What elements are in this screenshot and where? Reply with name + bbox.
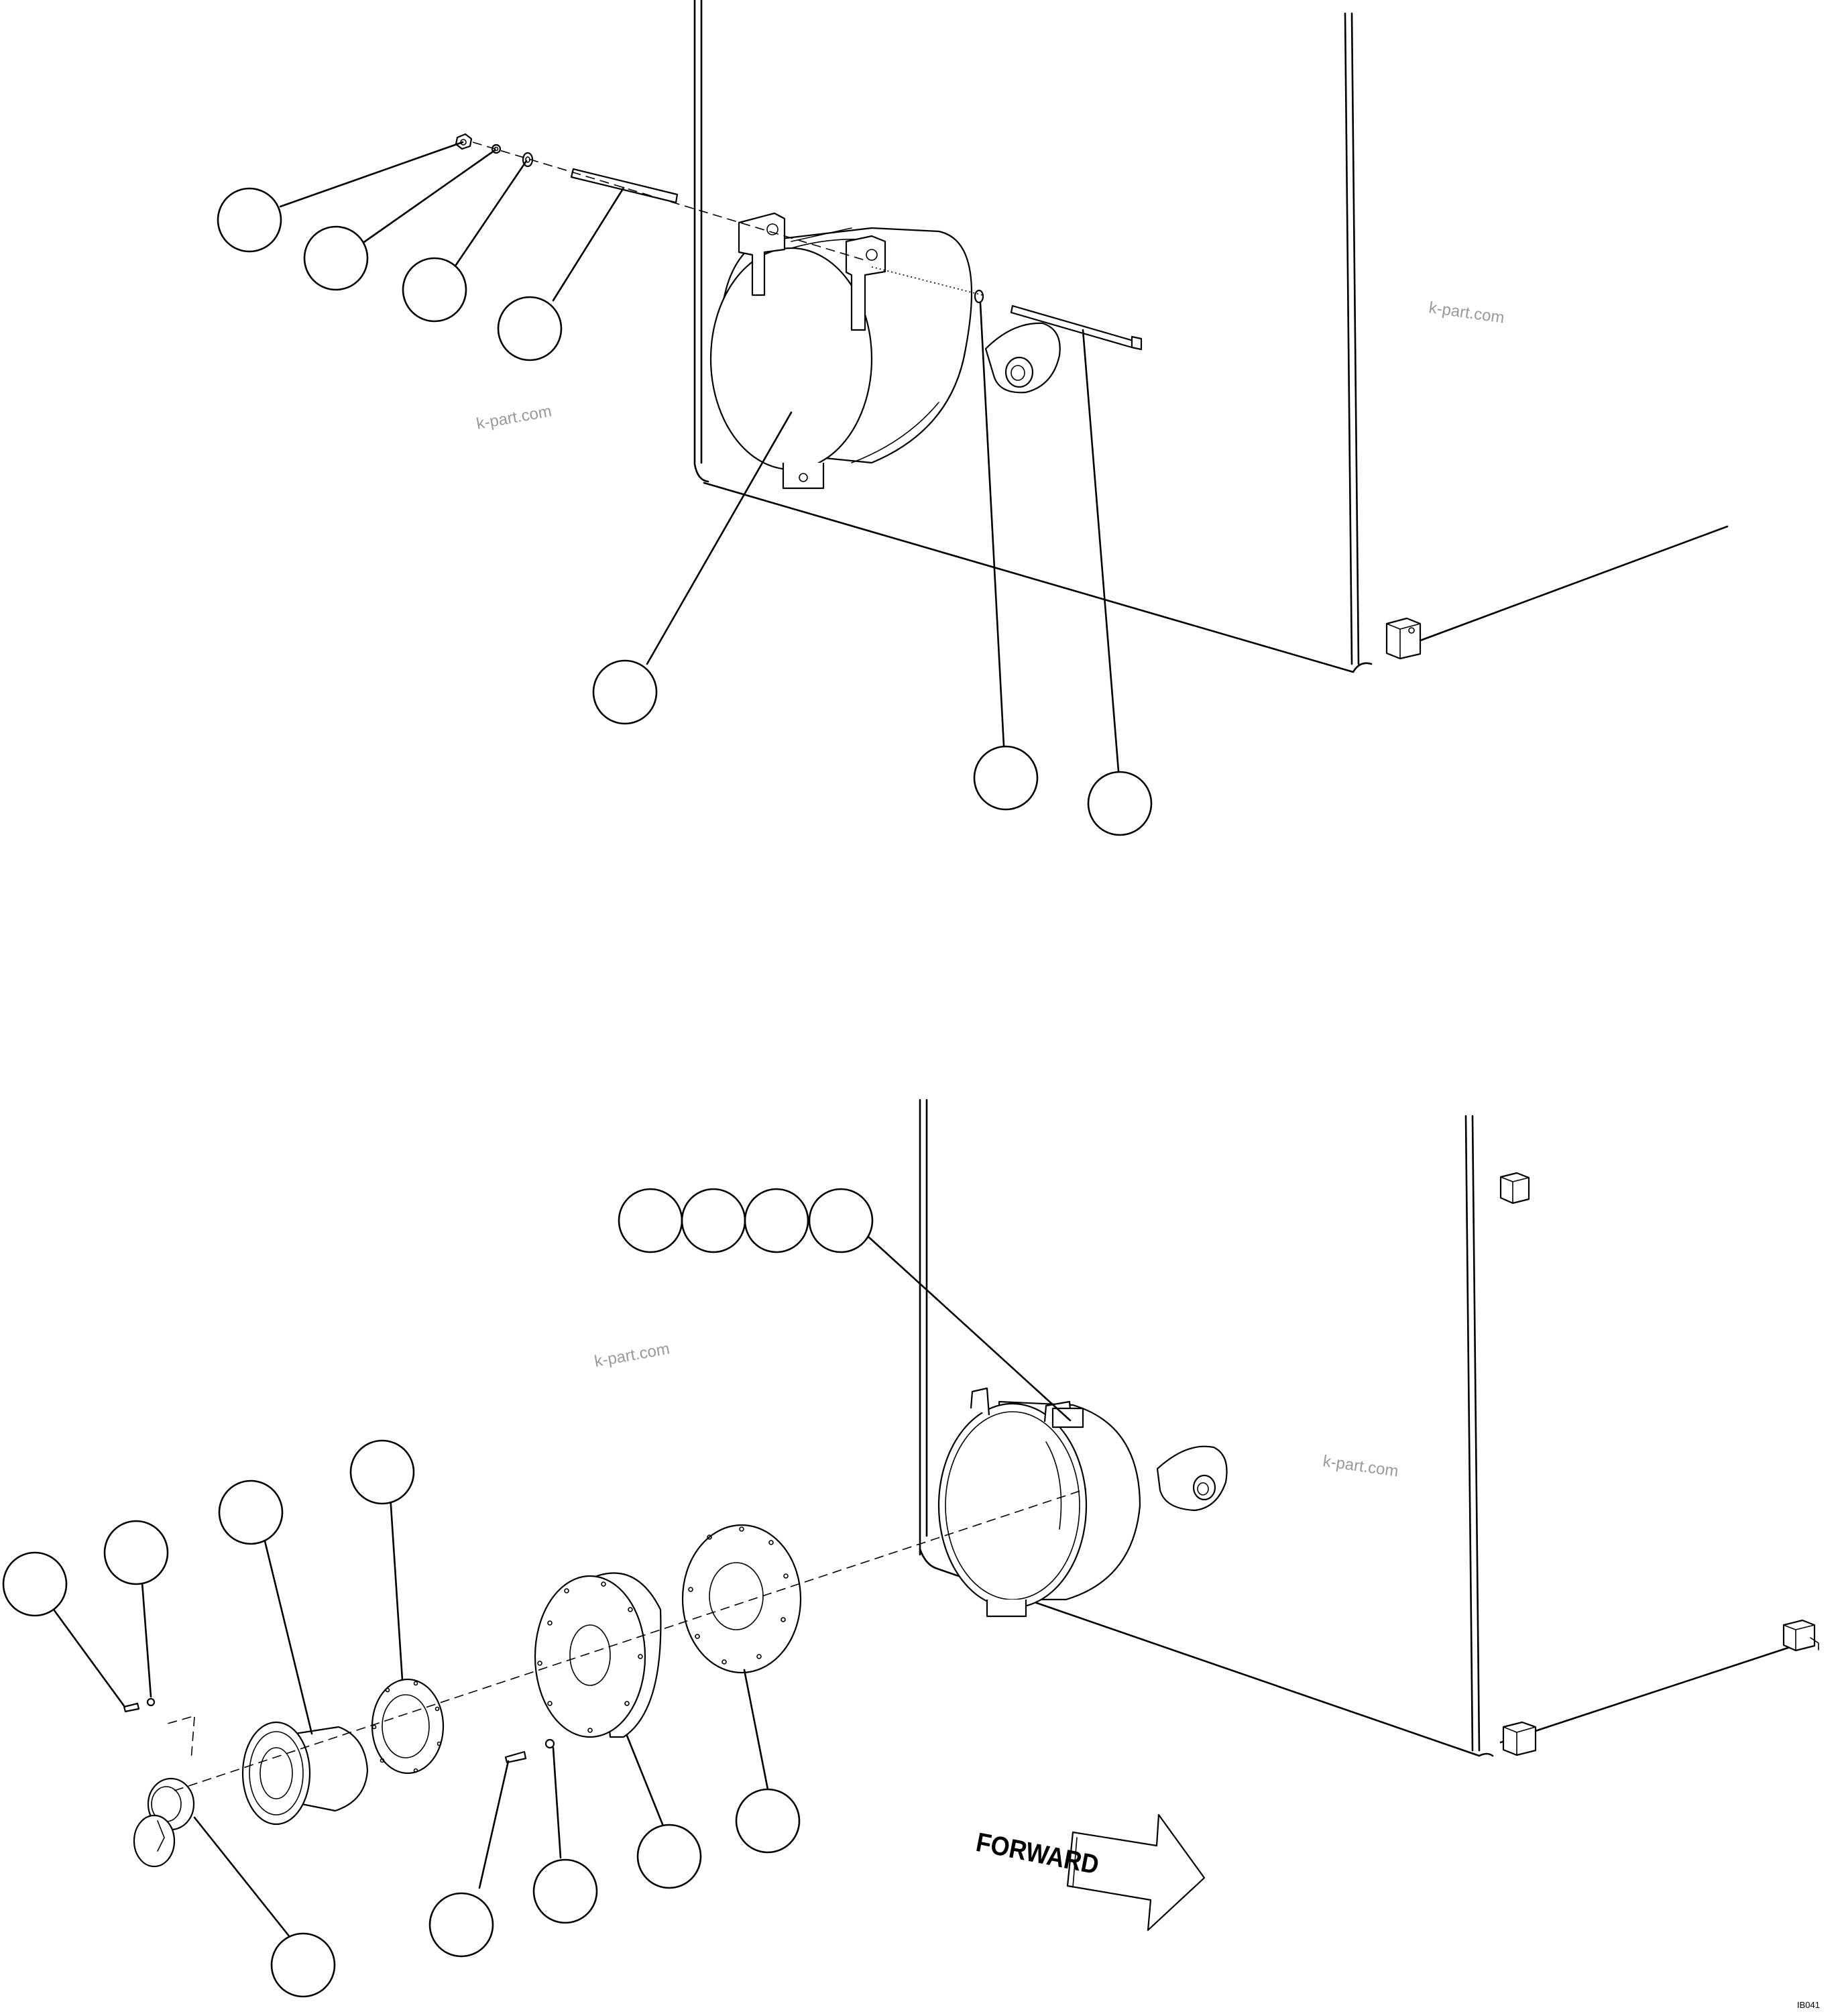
callout-bubble <box>428 1892 494 1958</box>
watermark: k-part.com <box>593 1340 671 1371</box>
callout-bubble <box>735 1788 801 1854</box>
small-fasteners <box>123 1697 555 1764</box>
callout-bubble <box>592 659 658 725</box>
callout-bubble <box>618 1188 683 1253</box>
bottom-view <box>123 1099 1819 1868</box>
callout-bubble <box>402 257 467 323</box>
leader-lines <box>52 141 1120 1945</box>
callout-bubble <box>218 1479 284 1545</box>
callout-bubble <box>349 1439 415 1505</box>
callout-bubble <box>532 1858 598 1924</box>
muffler-assembly <box>709 212 972 490</box>
callout-bubble <box>270 1932 336 1998</box>
adapter-plate <box>534 1572 662 1738</box>
callout-bubble <box>217 187 282 253</box>
top-fastener-stack <box>455 133 679 204</box>
top-right-bolt <box>974 289 1143 351</box>
rubber-isolator <box>984 322 1061 394</box>
top-view <box>455 0 1729 673</box>
top-frame <box>693 0 1729 673</box>
callout-bubble <box>636 1824 702 1889</box>
watermark: k-part.com <box>1428 298 1505 327</box>
bottom-frame <box>919 1099 1819 1757</box>
callout-bubble <box>1087 771 1153 836</box>
watermark: k-part.com <box>475 402 553 433</box>
figure-code: IB041 <box>1797 2000 1820 2010</box>
callout-bubble <box>497 296 563 361</box>
callout-bubbles <box>2 187 1153 1998</box>
callout-bubble <box>103 1520 169 1585</box>
rain-cap <box>133 1777 195 1868</box>
tail-pipe <box>241 1721 369 1826</box>
rubber-isolator-lower <box>1156 1445 1228 1512</box>
watermark: k-part.com <box>1322 1452 1399 1481</box>
callout-bubble <box>303 225 369 291</box>
forward-arrow: FORWARD <box>974 1813 1206 1931</box>
callout-bubble <box>681 1188 746 1253</box>
callout-bubble <box>808 1188 874 1253</box>
gasket-large <box>681 1524 802 1674</box>
callout-bubble <box>744 1188 809 1253</box>
callout-bubble <box>973 745 1039 811</box>
gasket-small <box>371 1678 445 1775</box>
muffler-shell-open <box>937 1387 1141 1618</box>
callout-bubble <box>2 1551 68 1617</box>
